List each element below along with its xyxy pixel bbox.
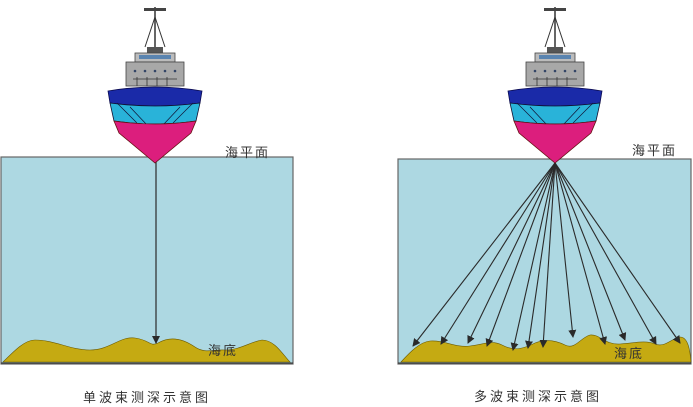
beam-arrow bbox=[554, 162, 657, 345]
seabed-label: 海底 bbox=[614, 347, 645, 362]
multi-beam-panel bbox=[397, 6, 692, 365]
single-beam-caption: 单波束测深示意图 bbox=[83, 391, 212, 406]
beam-arrow bbox=[440, 162, 556, 345]
beam-arrow bbox=[510, 162, 556, 351]
survey-ship bbox=[107, 6, 203, 164]
sea-level-label: 海平面 bbox=[632, 144, 678, 159]
sea-level-label: 海平面 bbox=[225, 146, 271, 161]
beam-fan bbox=[412, 162, 681, 351]
beam-arrow bbox=[554, 162, 577, 338]
seabed bbox=[400, 334, 692, 363]
beam-arrow bbox=[554, 162, 607, 345]
water-body bbox=[0, 156, 294, 365]
beam-arrow bbox=[554, 162, 681, 344]
multi-beam-caption: 多波束测深示意图 bbox=[474, 390, 603, 405]
single-beam-panel bbox=[0, 6, 294, 365]
beam-arrow bbox=[539, 162, 556, 348]
beam-arrow bbox=[525, 162, 556, 349]
beam-arrow bbox=[485, 162, 556, 347]
beam-arrow bbox=[412, 162, 556, 347]
beam-arrow bbox=[554, 162, 627, 341]
seabed-label: 海底 bbox=[208, 344, 239, 359]
beam-arrow bbox=[467, 162, 556, 344]
survey-ship bbox=[507, 6, 603, 164]
